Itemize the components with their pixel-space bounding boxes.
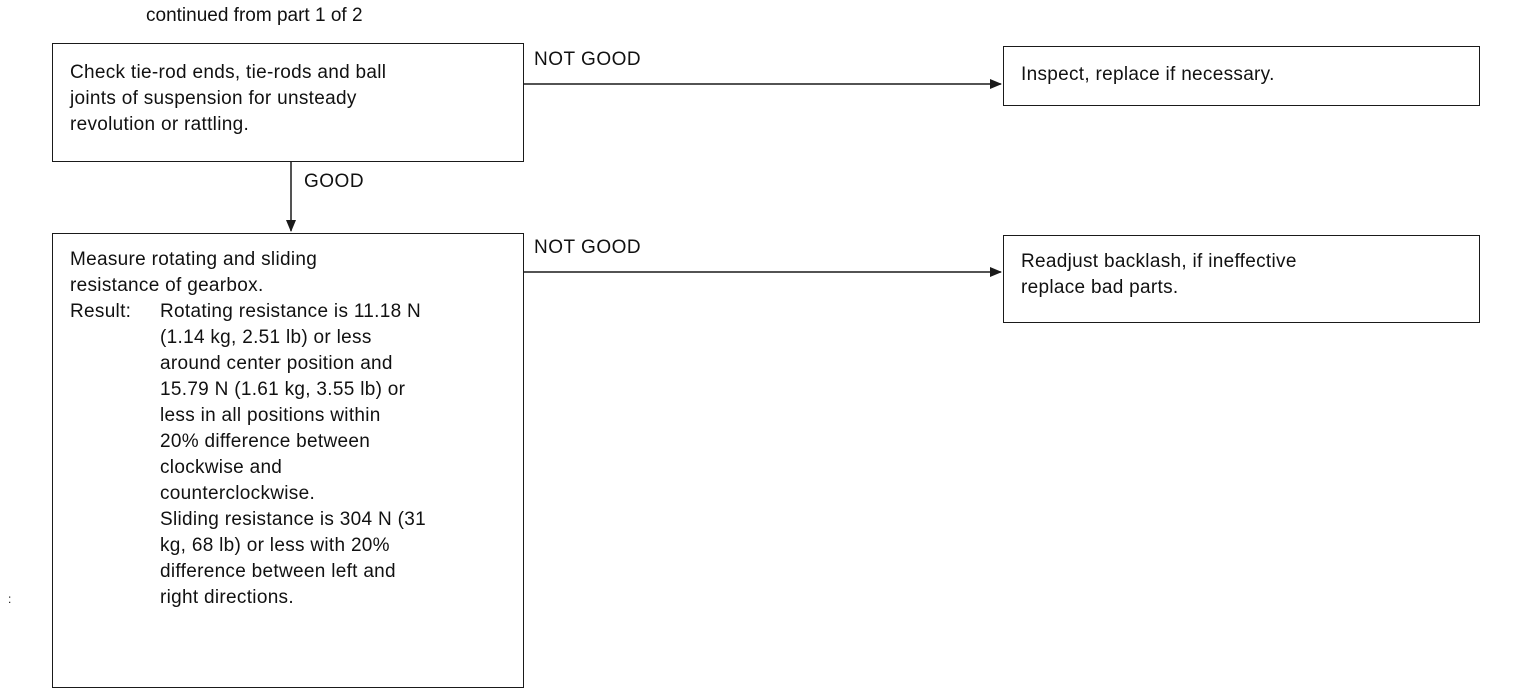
result-line-4: 15.79 N (1.61 kg, 3.55 lb) or xyxy=(160,379,406,400)
scan-speck: : xyxy=(8,592,12,606)
edge-label-check-good: GOOD xyxy=(304,171,365,192)
check-line-2: joints of suspension for unsteady xyxy=(70,88,357,109)
edge-label-measure-not-good: NOT GOOD xyxy=(534,237,642,258)
inspect-line-1: Inspect, replace if necessary. xyxy=(1021,64,1275,85)
edge-label-check-not-good: NOT GOOD xyxy=(534,49,642,70)
result-line-8: counterclockwise. xyxy=(160,483,316,504)
step-measure-resistance: Measure rotating and sliding resistance … xyxy=(52,233,524,688)
measure-result: Result: Rotating resistance is 11.18 N xyxy=(70,299,515,325)
readjust-line-1: Readjust backlash, if ineffective xyxy=(1021,251,1297,272)
result-line-5: less in all positions within xyxy=(160,405,381,426)
result-line-2: (1.14 kg, 2.51 lb) or less xyxy=(160,327,372,348)
result-line-7: clockwise and xyxy=(160,457,283,478)
check-line-3: revolution or rattling. xyxy=(70,114,250,135)
result-line-6: 20% difference between xyxy=(160,431,371,452)
result-line-10: kg, 68 lb) or less with 20% xyxy=(160,535,390,556)
result-line-1: Rotating resistance is 11.18 N xyxy=(160,301,422,322)
result-line-11: difference between left and xyxy=(160,561,396,582)
step-inspect-replace: Inspect, replace if necessary. xyxy=(1003,46,1480,106)
check-line-1: Check tie-rod ends, tie-rods and ball xyxy=(70,62,387,83)
readjust-line-2: replace bad parts. xyxy=(1021,277,1179,298)
step-readjust-backlash: Readjust backlash, if ineffective replac… xyxy=(1003,235,1480,323)
result-line-12: right directions. xyxy=(160,587,294,608)
step-check-tie-rods: Check tie-rod ends, tie-rods and ball jo… xyxy=(52,43,524,162)
result-label: Result: xyxy=(70,301,132,322)
measure-line-2: resistance of gearbox. xyxy=(70,275,264,296)
measure-line-1: Measure rotating and sliding xyxy=(70,249,318,270)
result-line-3: around center position and xyxy=(160,353,393,374)
result-line-9: Sliding resistance is 304 N (31 xyxy=(160,509,426,530)
continued-note: continued from part 1 of 2 xyxy=(146,5,363,26)
